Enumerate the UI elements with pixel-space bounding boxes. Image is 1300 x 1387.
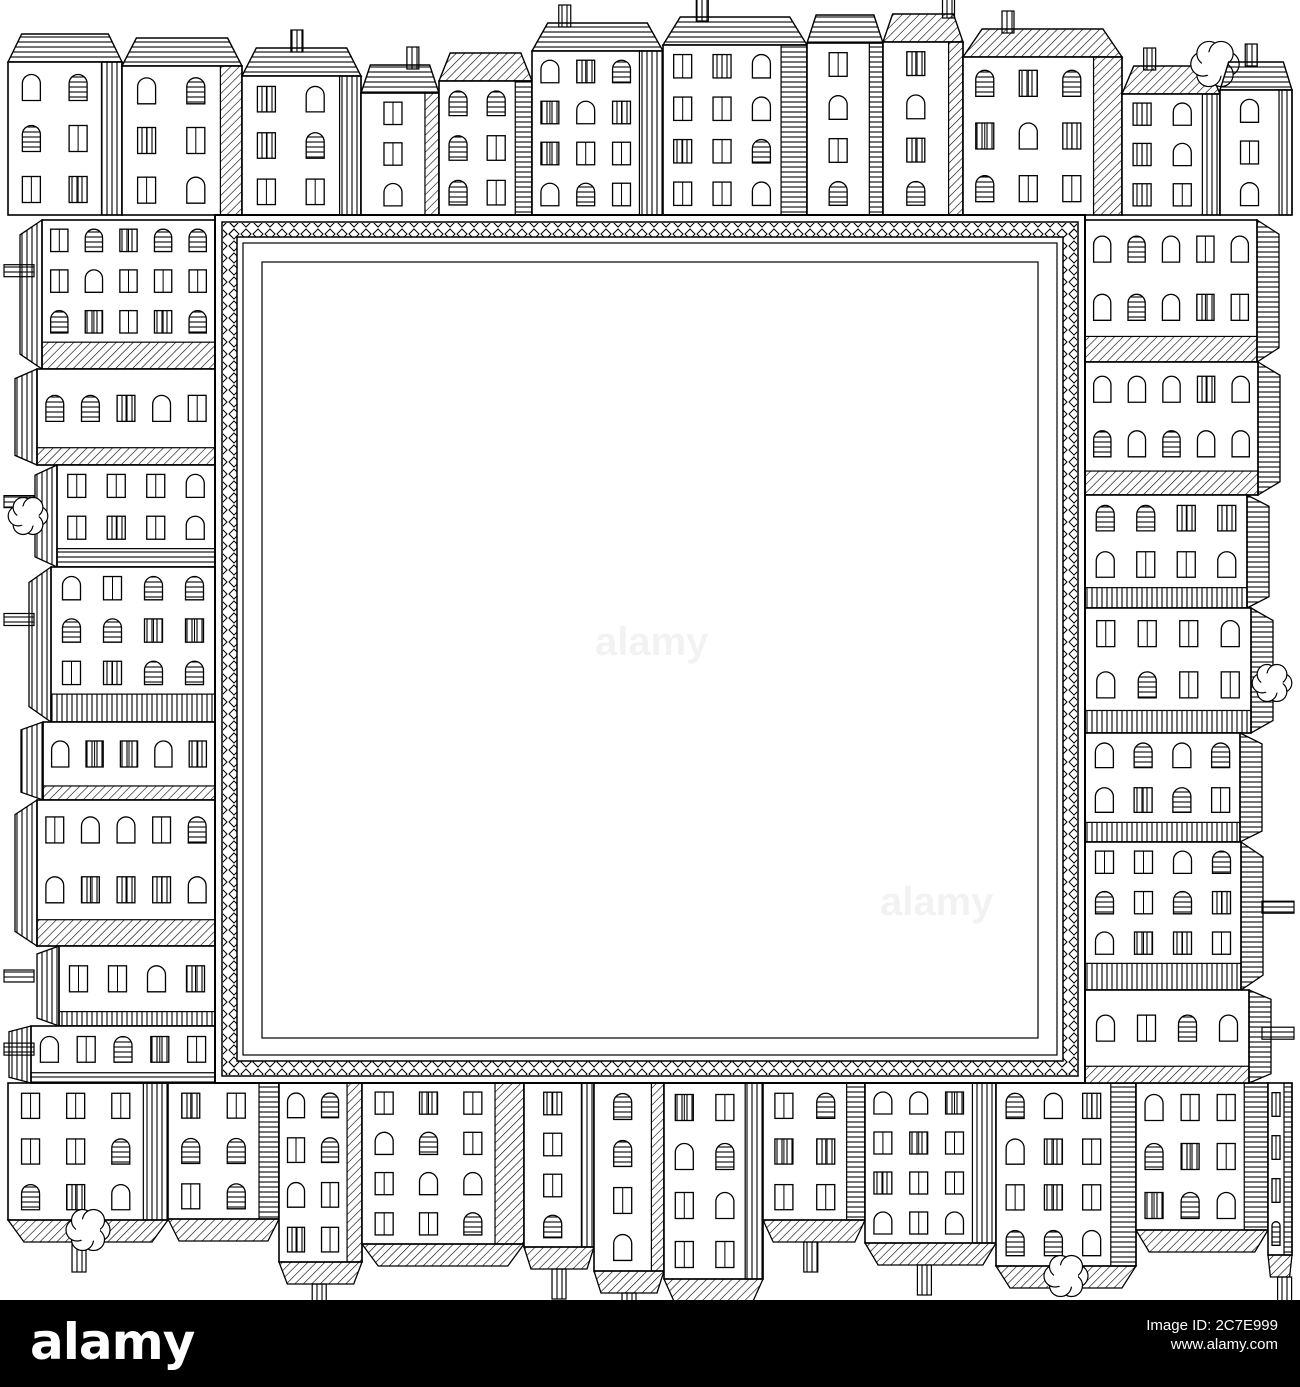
image-id-block: Image ID: 2C7E999 www.alamy.com: [1146, 1316, 1278, 1354]
building: [1135, 1082, 1269, 1231]
building: [58, 945, 216, 1027]
building: [56, 464, 216, 568]
stock-footer-bar: alamy Image ID: 2C7E999 www.alamy.com: [0, 1300, 1300, 1387]
building: [762, 1082, 866, 1221]
building: [241, 75, 362, 216]
city-buildings-bottom: [6, 1082, 1293, 1300]
building: [41, 219, 216, 370]
building: [278, 1082, 363, 1263]
site-url[interactable]: www.alamy.com: [1170, 1336, 1278, 1353]
building: [121, 65, 243, 216]
building: [662, 44, 808, 216]
image-id-label: Image ID: 2C7E999: [1146, 1317, 1278, 1334]
building: [36, 799, 216, 947]
building: [806, 42, 884, 216]
building: [663, 1082, 764, 1280]
tree: [1251, 663, 1293, 703]
tree: [65, 1208, 111, 1252]
building: [1084, 494, 1248, 609]
building: [1084, 732, 1241, 843]
building: [1267, 1082, 1293, 1256]
building: [1219, 89, 1293, 216]
building: [7, 1082, 169, 1221]
building: [531, 50, 664, 216]
building: [7, 61, 123, 216]
building: [1084, 607, 1252, 734]
building: [36, 368, 216, 466]
tree: [1190, 40, 1240, 88]
building: [593, 1082, 665, 1272]
building: [995, 1082, 1137, 1267]
building: [438, 80, 533, 216]
building: [1084, 989, 1250, 1084]
building: [523, 1082, 595, 1248]
ornamental-frame: [214, 214, 1086, 1084]
building: [1084, 219, 1258, 363]
building: [1084, 361, 1259, 496]
tree: [1043, 1254, 1089, 1298]
building: [30, 1025, 216, 1084]
city-buildings-top: [6, 0, 1293, 216]
building: [50, 566, 216, 723]
building: [361, 1082, 525, 1245]
city-buildings-right: [1084, 218, 1295, 1084]
building: [962, 56, 1123, 216]
building: [864, 1082, 997, 1244]
building: [1121, 93, 1221, 216]
building: [1084, 841, 1242, 991]
city-buildings-left: [3, 218, 216, 1084]
tree: [7, 496, 49, 536]
building: [360, 92, 440, 216]
illustration: alamy alamy: [3, 0, 1295, 1300]
brand-logo[interactable]: alamy: [30, 1313, 195, 1371]
building: [882, 41, 964, 216]
building: [167, 1082, 280, 1220]
building: [42, 721, 216, 801]
